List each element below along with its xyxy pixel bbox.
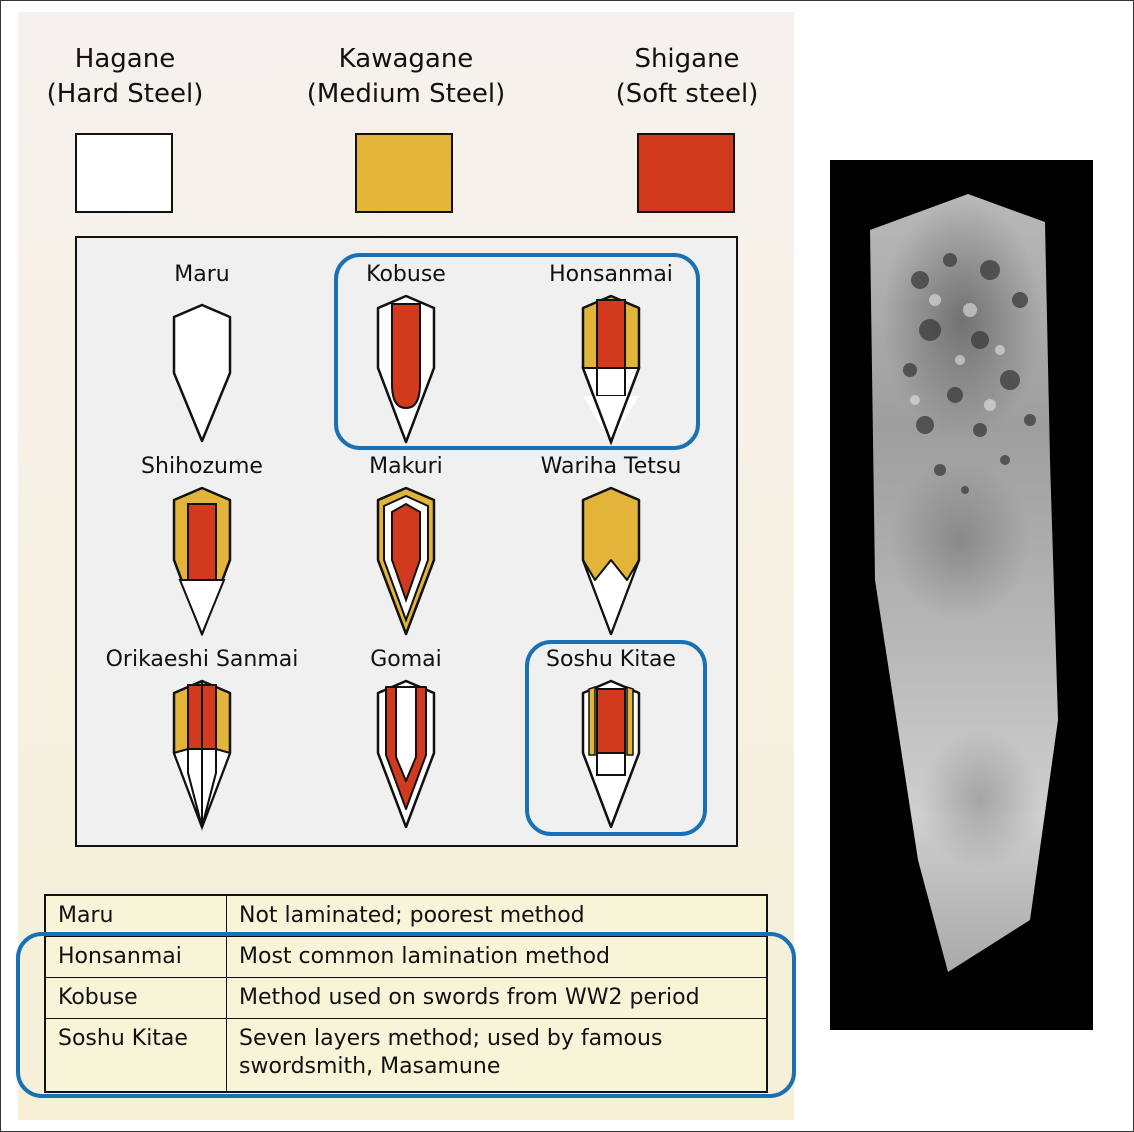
blade-kobuse	[376, 294, 436, 444]
table-cell-description: Not laminated; poorest method	[226, 894, 768, 937]
method-label-maru: Maru	[174, 262, 230, 287]
legend-label-hagane: Hagane (Hard Steel)	[46, 44, 204, 109]
blade-gomai	[376, 679, 436, 829]
blade-wariha-tetsu	[581, 486, 641, 636]
table-cell-method: Kobuse	[44, 977, 227, 1019]
blade-honsanmai	[581, 294, 641, 446]
legend-swatch-hard-steel	[75, 133, 173, 213]
highlight-table-rows	[16, 932, 796, 1098]
blade-cross-section-micrograph	[830, 160, 1093, 1030]
method-description-table: Maru Not laminated; poorest method Honsa…	[44, 894, 768, 1093]
blade-maru	[172, 303, 232, 443]
method-label-makuri: Makuri	[369, 454, 443, 479]
legend-swatch-soft-steel	[637, 133, 735, 213]
method-label-orikaeshi-sanmai: Orikaeshi Sanmai	[105, 647, 299, 672]
method-label-wariha-tetsu: Wariha Tetsu	[540, 454, 682, 479]
legend-label-shigane: Shigane (Soft steel)	[615, 44, 759, 109]
legend-swatch-medium-steel	[355, 133, 453, 213]
highlight-kobuse-honsanmai	[334, 253, 700, 450]
table-cell-description: Seven layers method; used by famous swor…	[226, 1018, 768, 1093]
method-label-soshu-kitae: Soshu Kitae	[546, 647, 676, 672]
blade-orikaeshi-sanmai	[172, 679, 232, 831]
blade-soshu-kitae	[581, 679, 641, 829]
highlight-soshu-kitae	[525, 640, 707, 836]
method-label-shihozume: Shihozume	[141, 454, 263, 479]
legend-label-kawagane: Kawagane (Medium Steel)	[306, 44, 506, 109]
table-cell-description: Method used on swords from WW2 period	[226, 977, 768, 1019]
blade-makuri	[376, 486, 436, 636]
table-cell-method: Maru	[44, 894, 227, 937]
micrograph-image	[870, 194, 1058, 972]
table-cell-method: Soshu Kitae	[44, 1018, 227, 1093]
table-row: Honsanmai Most common lamination method	[44, 936, 768, 978]
table-row: Kobuse Method used on swords from WW2 pe…	[44, 977, 768, 1019]
method-label-gomai: Gomai	[370, 647, 442, 672]
method-label-honsanmai: Honsanmai	[549, 262, 673, 287]
table-row: Maru Not laminated; poorest method	[44, 894, 768, 937]
table-row: Soshu Kitae Seven layers method; used by…	[44, 1018, 768, 1093]
blade-shihozume	[172, 486, 232, 637]
method-label-kobuse: Kobuse	[366, 262, 446, 287]
